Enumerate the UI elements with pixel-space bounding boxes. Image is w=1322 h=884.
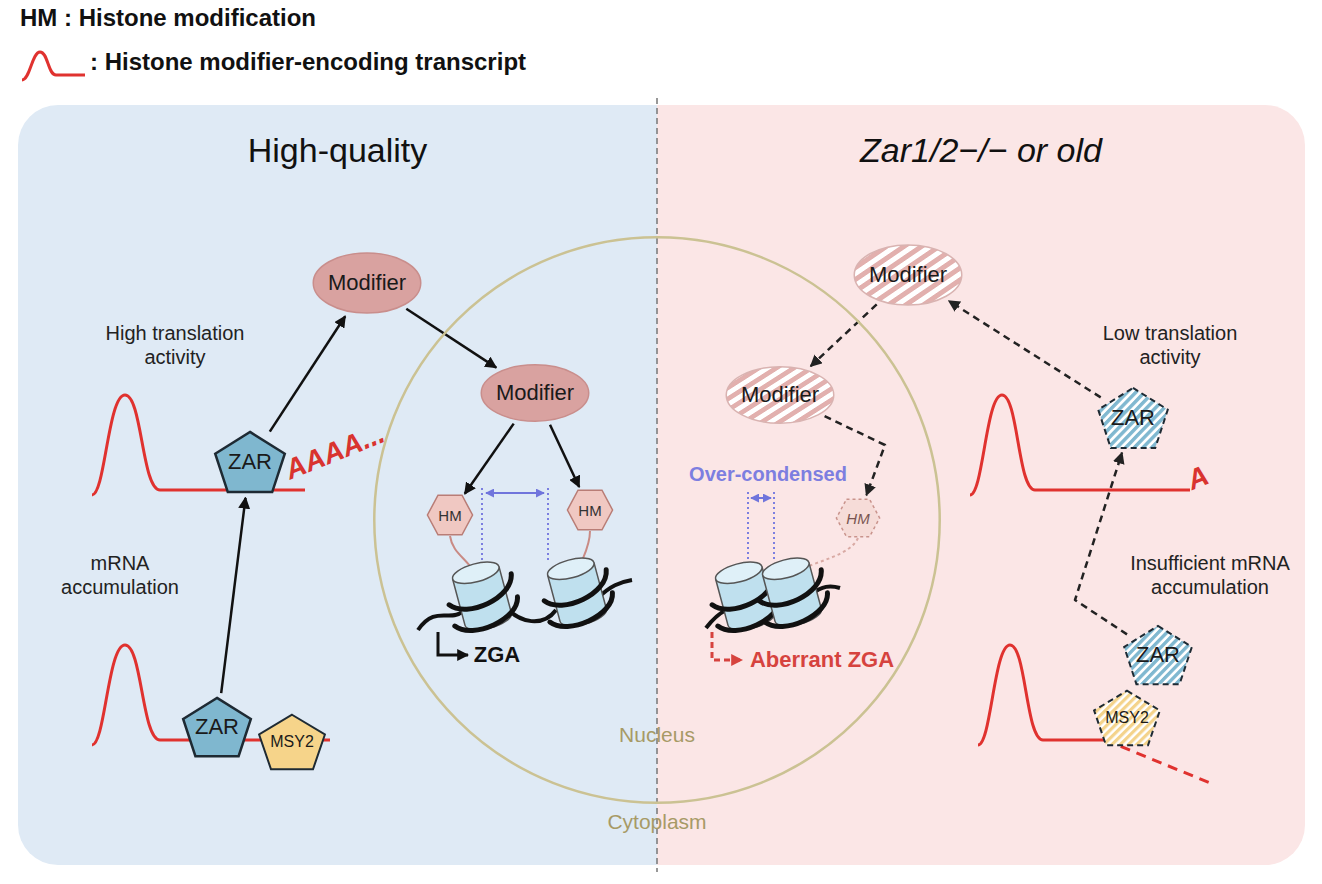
hm-hexagon: HM [426,494,474,536]
nucleus: Nucleus ModifierHM HM ModifierHM [372,235,942,805]
modifier-ellipse-outline [726,367,834,423]
transcript [978,645,1105,745]
aberrant-zga-arrow [712,632,742,660]
spacing-line [747,492,749,562]
hm-stalk [450,536,470,566]
arrow-connector [550,425,579,487]
arrow-connector [811,304,877,366]
arrow-connector [406,309,496,368]
hm-hexagon-outline [427,495,472,534]
process-label: Insufficient mRNA accumulation [1113,551,1308,599]
arrow-connector [1075,453,1127,635]
legend-transcript-sample [22,52,85,80]
node-text: MSY2 [1105,709,1149,727]
divider [656,98,658,872]
zga-label: ZGA [462,642,532,668]
zar-pentagon-outline [215,432,285,492]
legend-text: HM : Histone modification [20,4,316,32]
process-label: High translation activity [88,321,263,369]
zar-pentagon: ZAR [213,430,287,494]
panel-title: High-quality [18,131,657,170]
node-text: MSY2 [270,733,314,751]
hm-hexagon-outline [567,490,612,529]
modifier-ellipse-outline [313,253,421,313]
node-text: ZAR [195,714,239,740]
node-text: ZAR [228,449,272,475]
spacing-arrow [751,497,771,499]
left-panel-ground [18,105,658,865]
node-text: HM [578,502,601,519]
node-text: HM [438,507,461,524]
panel-title: Nucleus [372,723,942,747]
condensation-label: Over-condensed [668,463,868,486]
compartment-label: Cytoplasm [577,810,737,834]
hm-hexagon-outline [836,499,879,537]
modifier-ellipse-outline [854,245,962,305]
zar-pentagon: ZAR [1096,386,1170,450]
spacing-line [773,492,775,562]
process-label: Low translation activity [1083,321,1258,369]
msy2-pentagon: MSY2 [257,713,327,771]
msy2-pentagon: MSY2 [1092,689,1162,747]
modifier-ellipse: Modifier [311,251,423,315]
node-text: Modifier [869,262,947,288]
modifier-ellipse: Modifier [479,363,591,423]
spacing-arrow [486,492,544,494]
msy2-pentagon-outline [1094,691,1160,746]
aberrant-zga-label: Aberrant ZGA [727,647,917,673]
zar-pentagon-outline [1124,626,1192,684]
node-text: Modifier [741,382,819,408]
modifier-ellipse-outline [481,365,589,421]
panel: High-qualityModifierZAR ZAR MSY2 [18,105,657,865]
node-text: Modifier [328,270,406,296]
panel-title: Zar1/2−/− or old [657,131,1305,170]
right-panel-ground [657,105,1305,865]
zga-arrow [438,632,468,655]
nucleosome [536,551,619,632]
hm-hexagon: HM [566,489,614,531]
arrow-connector [221,498,245,693]
node-text: ZAR [1111,405,1155,431]
msy2-pentagon-outline [259,715,325,770]
process-label: mRNA accumulation [50,551,190,599]
arrow-connector [465,424,514,494]
zar-pentagon-outline [1098,388,1168,448]
nucleus-circle [374,237,939,802]
modifier-ellipse: Modifier [724,365,836,425]
node-text: Modifier [496,380,574,406]
node-text: HM [846,510,869,527]
arrow-connector [270,316,345,431]
hm-hexagon: HM [835,498,881,538]
degraded-transcript [1105,740,1215,785]
nucleosome [441,555,524,636]
modifier-ellipse: Modifier [852,243,964,307]
zar-pentagon-outline [183,698,251,756]
spacing-line [481,488,483,560]
zar-pentagon: ZAR [181,696,253,758]
arrow-connector [949,301,1101,398]
nucleosome [751,551,834,632]
spacing-line [547,488,549,560]
transcript [92,395,305,495]
legend-text: : Histone modifier-encoding transcript [90,48,526,76]
zar-pentagon: ZAR [1122,624,1194,686]
node-text: ZAR [1136,642,1180,668]
